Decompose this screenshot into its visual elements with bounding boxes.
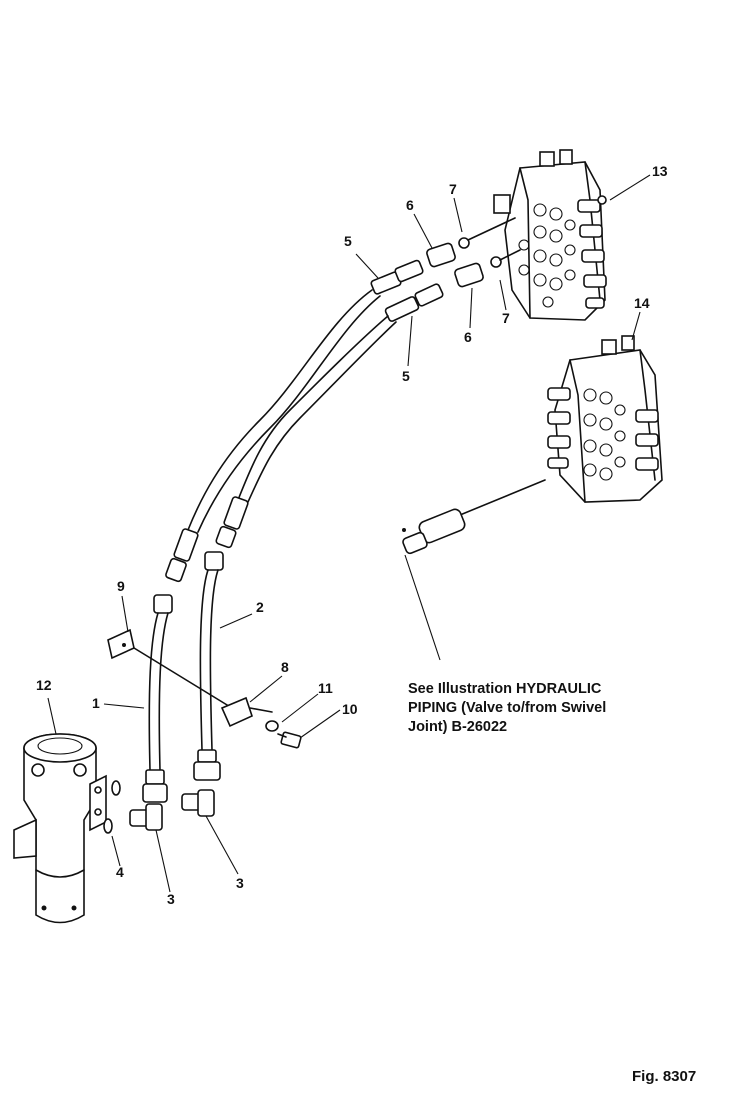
swivel-joint-12 bbox=[13, 733, 107, 924]
control-valve-13 bbox=[493, 149, 607, 321]
washer-11 bbox=[265, 720, 279, 732]
callout-10: 10 bbox=[342, 701, 358, 717]
callout-numbers: 13 14 5 6 7 7 6 5 9 2 8 11 10 12 1 4 3 3 bbox=[36, 163, 668, 907]
callout-7-lower: 7 bbox=[502, 310, 510, 326]
reference-note-line-2: PIPING (Valve to/from Swivel bbox=[408, 700, 607, 716]
adapter-6-lower bbox=[454, 249, 521, 288]
clamp-9 bbox=[107, 628, 233, 709]
reference-note-line-1: See Illustration HYDRAULIC bbox=[408, 681, 602, 697]
reference-fitting bbox=[402, 479, 546, 661]
reference-note-line-3: Joint) B-26022 bbox=[408, 719, 508, 735]
callout-2: 2 bbox=[256, 599, 264, 615]
callout-8: 8 bbox=[281, 659, 289, 675]
bolt-10 bbox=[277, 731, 302, 749]
callout-9: 9 bbox=[117, 578, 125, 594]
o-rings-4 bbox=[103, 780, 121, 834]
callout-4: 4 bbox=[116, 864, 124, 880]
pipe-1 bbox=[142, 594, 173, 803]
callout-1: 1 bbox=[92, 695, 100, 711]
elbow-3-right bbox=[181, 789, 215, 817]
hose-end-fittings-lower bbox=[165, 496, 249, 583]
callout-7-upper: 7 bbox=[449, 181, 457, 197]
hose-end-5-upper bbox=[370, 259, 424, 295]
hoses bbox=[187, 289, 397, 533]
reference-note: See Illustration HYDRAULIC PIPING (Valve… bbox=[408, 680, 668, 737]
control-valve-14 bbox=[547, 335, 663, 503]
callout-6-upper: 6 bbox=[406, 197, 414, 213]
callout-6-lower: 6 bbox=[464, 329, 472, 345]
leader-lines bbox=[47, 174, 651, 893]
callout-5-lower: 5 bbox=[402, 368, 410, 384]
callout-12: 12 bbox=[36, 677, 52, 693]
elbow-3-left bbox=[129, 803, 163, 831]
callout-5-upper: 5 bbox=[344, 233, 352, 249]
callout-14: 14 bbox=[634, 295, 650, 311]
bracket-8 bbox=[220, 696, 273, 728]
callout-13: 13 bbox=[652, 163, 668, 179]
callout-3-right: 3 bbox=[236, 875, 244, 891]
figure-label: Fig. 8307 bbox=[632, 1068, 697, 1085]
pipe-2 bbox=[193, 551, 224, 781]
callout-11: 11 bbox=[318, 680, 333, 696]
callout-3-left: 3 bbox=[167, 891, 175, 907]
adapter-6-upper bbox=[426, 217, 516, 268]
hose-end-5-lower bbox=[384, 283, 444, 322]
